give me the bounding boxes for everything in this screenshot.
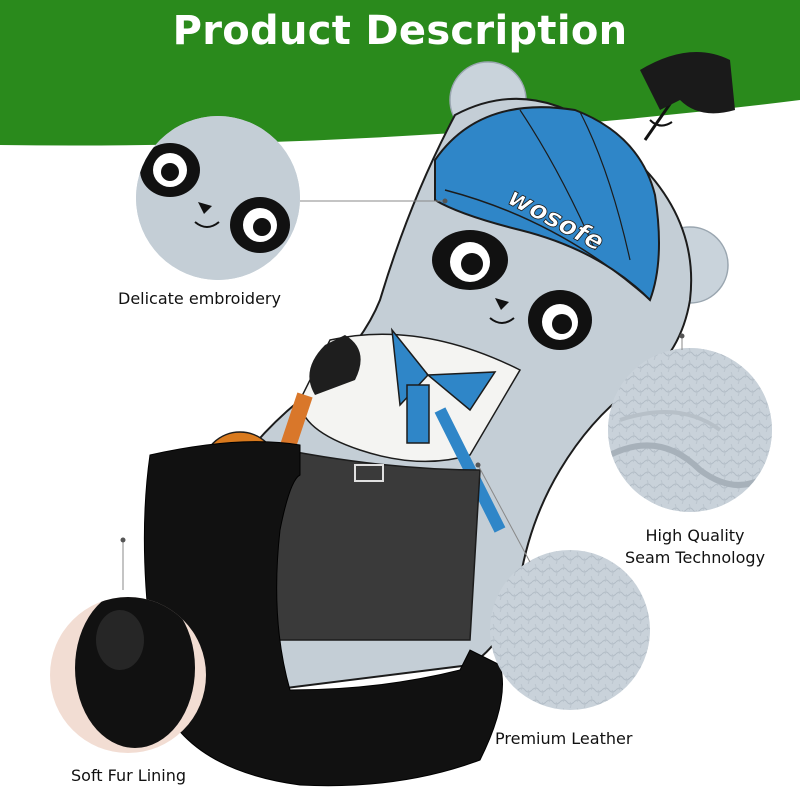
- page-title: Product Description: [172, 8, 628, 54]
- callout-embroidery-label: Delicate embroidery: [118, 289, 281, 308]
- lining-zoom-circle: [50, 597, 206, 753]
- callout-lining-label: Soft Fur Lining: [71, 766, 187, 785]
- callout-leather-label: Premium Leather: [495, 729, 633, 748]
- callout-seam-label: High Quality Seam Technology: [610, 525, 780, 569]
- callout-seam-line1: High Quality: [645, 526, 745, 545]
- cap: [434, 106, 660, 302]
- header-banner: [0, 0, 800, 146]
- panda-face: [432, 230, 592, 350]
- callout-seam-line2: Seam Technology: [624, 548, 766, 567]
- seam-zoom-circle: [608, 348, 772, 512]
- leather-zoom-circle: [490, 550, 650, 710]
- embroidery-zoom-circle: [136, 116, 300, 280]
- number-tag: [640, 52, 735, 114]
- headcover: [143, 52, 735, 787]
